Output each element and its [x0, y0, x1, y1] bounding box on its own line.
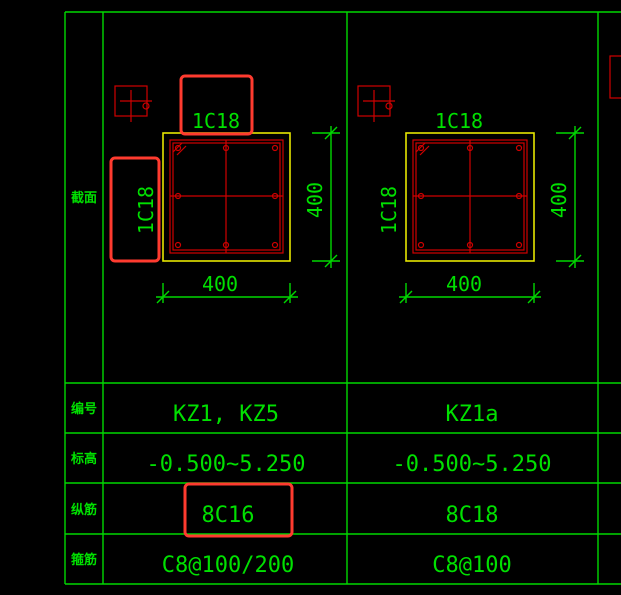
section-1: 400 400 1C18 1C18 [109, 74, 340, 304]
column-1-stirrup: C8@100/200 [162, 553, 294, 578]
dimension-height: 400 [303, 182, 327, 218]
column-outline [405, 132, 535, 262]
column-2-id: KZ1a [446, 402, 499, 427]
column-2-longitudinal: 8C18 [446, 503, 499, 528]
column-2-stirrup: C8@100 [432, 553, 511, 578]
column-1-longitudinal: 8C16 [202, 503, 255, 528]
section-symbol-icon [609, 55, 621, 99]
row-label-longitudinal: 纵筋 [71, 502, 97, 518]
column-1-id: KZ1, KZ5 [173, 402, 279, 427]
column-2-elevation: -0.500~5.250 [393, 452, 552, 477]
section-2: 400 400 1C18 1C18 [357, 85, 584, 304]
section-symbol-icon [114, 85, 152, 122]
side-rebar-label: 1C18 [377, 186, 401, 234]
row-label-section: 截面 [71, 190, 97, 206]
column-1-elevation: -0.500~5.250 [147, 452, 306, 477]
dimension-height: 400 [547, 182, 571, 218]
dimension-width: 400 [446, 272, 482, 296]
highlight-longitudinal [183, 482, 294, 538]
top-rebar-label: 1C18 [192, 109, 240, 133]
top-rebar-label: 1C18 [435, 109, 483, 133]
section-symbol-icon [357, 85, 395, 122]
side-rebar-label: 1C18 [134, 186, 158, 234]
highlight-side-rebar [109, 156, 161, 263]
table-grid [64, 11, 621, 585]
row-label-id: 编号 [71, 401, 97, 417]
highlight-top-rebar [179, 74, 254, 136]
row-label-elevation: 标高 [70, 451, 97, 467]
row-label-stirrup: 箍筋 [71, 552, 97, 568]
dimension-width: 400 [202, 272, 238, 296]
